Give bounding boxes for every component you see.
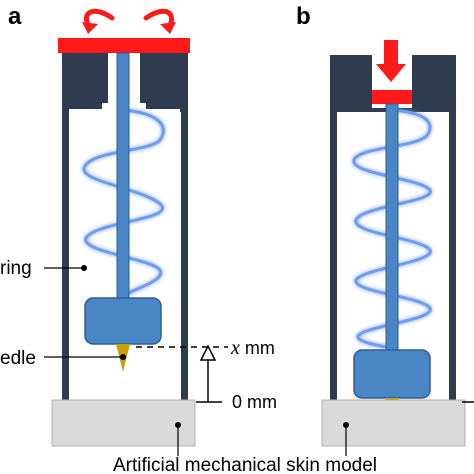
panel-b: b	[296, 3, 474, 456]
plunger-rod-b	[385, 103, 399, 355]
panel-a-letter: a	[8, 3, 22, 30]
skin-model-a	[51, 399, 196, 447]
pressed-cap	[372, 90, 412, 104]
housing-left-wall-b	[330, 108, 337, 400]
housing-left-wall	[62, 108, 69, 400]
housing-top-b	[330, 55, 456, 112]
housing-right-wall-b	[449, 108, 456, 400]
rotating-cap	[58, 38, 190, 53]
plunger-rod	[116, 52, 130, 306]
weight-block-b	[353, 349, 431, 399]
spring-b	[352, 108, 432, 350]
x-mm-label: x mm	[230, 337, 275, 359]
skin-model-b	[321, 399, 466, 447]
panel-b-letter: b	[296, 3, 311, 30]
weight-block	[84, 297, 162, 345]
panel-a: a	[0, 3, 277, 456]
spring	[82, 108, 165, 301]
housing-right-wall	[181, 108, 188, 400]
down-arrow-icon	[376, 40, 406, 82]
skin-model-label: Artificial mechanical skin model	[113, 455, 377, 474]
spring-label: ring	[0, 258, 32, 279]
needle-label: edle	[0, 348, 36, 369]
zero-mm-label: 0 mm	[232, 392, 277, 412]
rotation-arrows-icon	[82, 8, 176, 34]
housing-top	[62, 53, 188, 112]
